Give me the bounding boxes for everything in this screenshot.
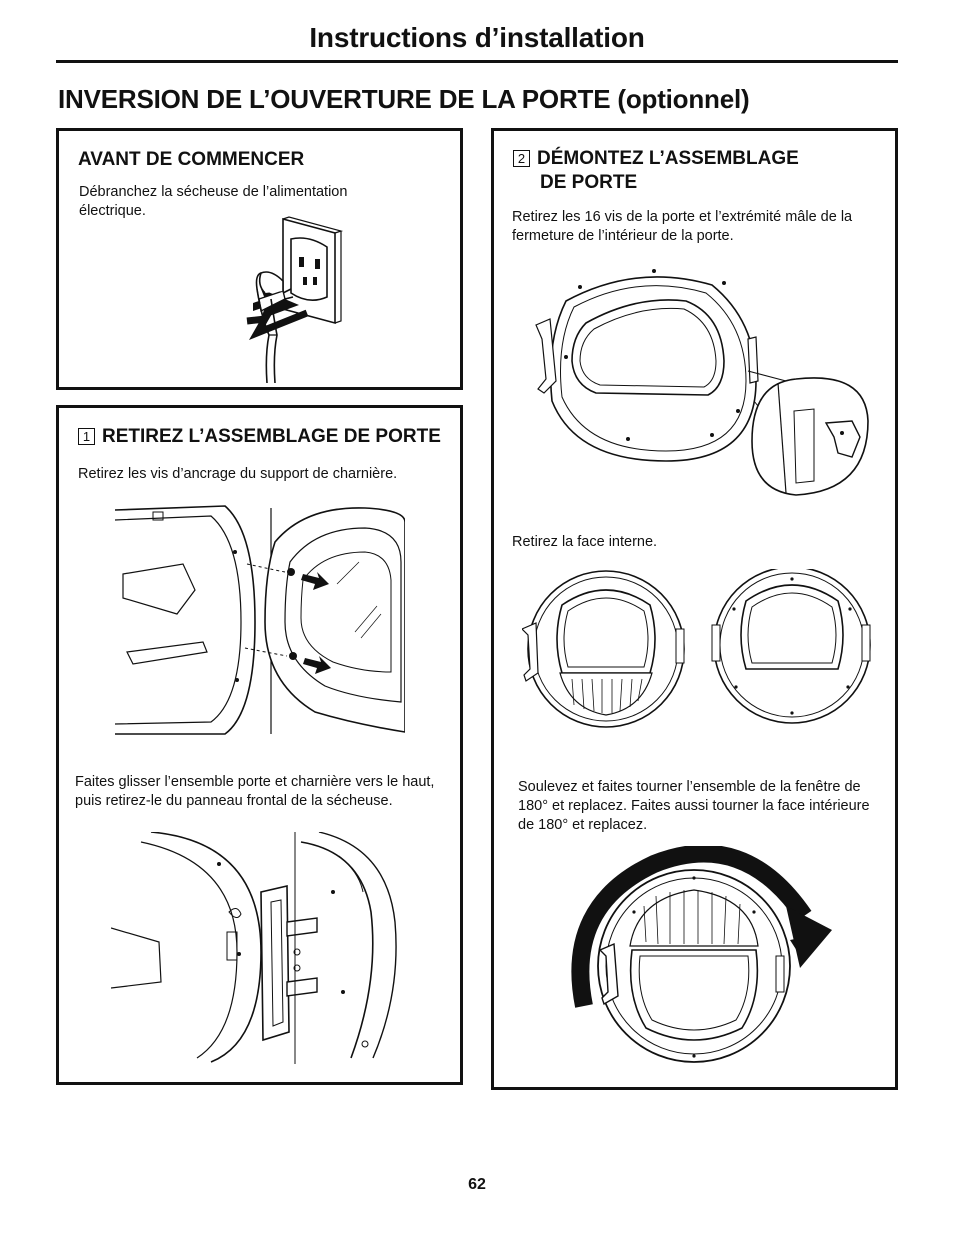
step2-heading-line2: DE PORTE xyxy=(540,172,638,193)
step2-heading-line1: DÉMONTEZ L’ASSEMBLAGE xyxy=(537,148,799,169)
step2-box: 2 DÉMONTEZ L’ASSEMBLAGE DE PORTE Retirez l… xyxy=(491,128,898,1090)
step1-box: 1 RETIREZ L’ASSEMBLAGE DE PORTE Retirez l… xyxy=(56,405,463,1085)
rotate-window-illustration xyxy=(571,846,832,1063)
page-title: Instructions d’installation xyxy=(309,22,645,53)
before-text: Débranchez la sécheuse de l’alimentation… xyxy=(79,184,348,219)
step1-number: 1 xyxy=(78,428,95,445)
step1-heading: 1 RETIREZ L’ASSEMBLAGE DE PORTE xyxy=(78,425,441,449)
step2-text-a: Retirez les 16 vis de la porte et l’extr… xyxy=(512,209,853,244)
step1-text-b: Faites glisser l’ensemble porte et charn… xyxy=(75,774,435,809)
step2-text-b: Retirez la face interne. xyxy=(512,534,658,550)
step1-text-a: Retirez les vis d’ancrage du support de … xyxy=(78,466,398,482)
door-screws-illustration xyxy=(535,269,869,496)
title-rule xyxy=(56,60,898,63)
step1-heading-text: RETIREZ L’ASSEMBLAGE DE PORTE xyxy=(102,426,441,447)
unplug-illustration xyxy=(246,216,344,384)
before-you-begin-box: AVANT DE COMMENCER Débranchez la sécheus… xyxy=(56,128,463,390)
before-heading: AVANT DE COMMENCER xyxy=(78,149,305,170)
step2-text-c: Soulevez et faites tourner l’ensemble de… xyxy=(518,779,870,833)
remove-inner-face-illustration xyxy=(522,569,871,728)
lift-door-off-illustration xyxy=(111,832,397,1064)
open-door-hinge-screws-illustration xyxy=(115,505,405,735)
section-title: INVERSION DE L’OUVERTURE DE LA PORTE (op… xyxy=(58,84,750,114)
step2-number: 2 xyxy=(513,150,530,167)
page-number: 62 xyxy=(468,1176,486,1193)
step2-heading: 2 DÉMONTEZ L’ASSEMBLAGE DE PORTE xyxy=(513,147,799,195)
